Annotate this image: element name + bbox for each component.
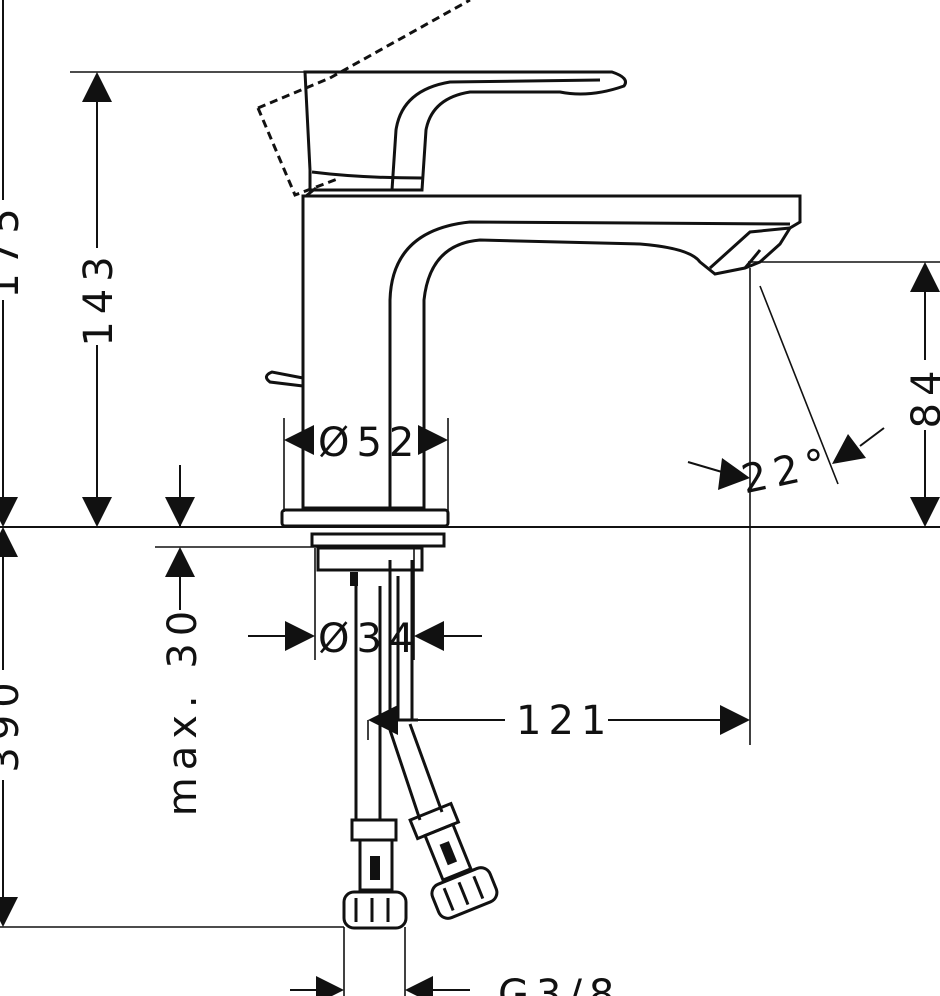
total-height-label: 175 xyxy=(0,201,28,298)
supply-hoses xyxy=(342,586,499,930)
connection-thread-label: G3/8 xyxy=(498,972,621,996)
base-plate xyxy=(280,508,450,528)
spray-angle-label: 22° xyxy=(738,439,837,503)
max-thickness-label: max. 30 xyxy=(160,604,206,816)
outlet-height-label: 84 xyxy=(904,364,940,429)
popup-knob xyxy=(265,370,304,388)
base-diameter-label: Ø52 xyxy=(318,420,421,466)
lever xyxy=(303,70,627,192)
hose-length-label: 390 xyxy=(0,675,28,772)
faucet-body xyxy=(256,0,802,722)
projection-label: 121 xyxy=(516,698,613,744)
spout-height-label: 143 xyxy=(76,249,122,346)
lever-raised-outline xyxy=(256,0,471,197)
shank-diameter-label: Ø34 xyxy=(318,616,421,662)
